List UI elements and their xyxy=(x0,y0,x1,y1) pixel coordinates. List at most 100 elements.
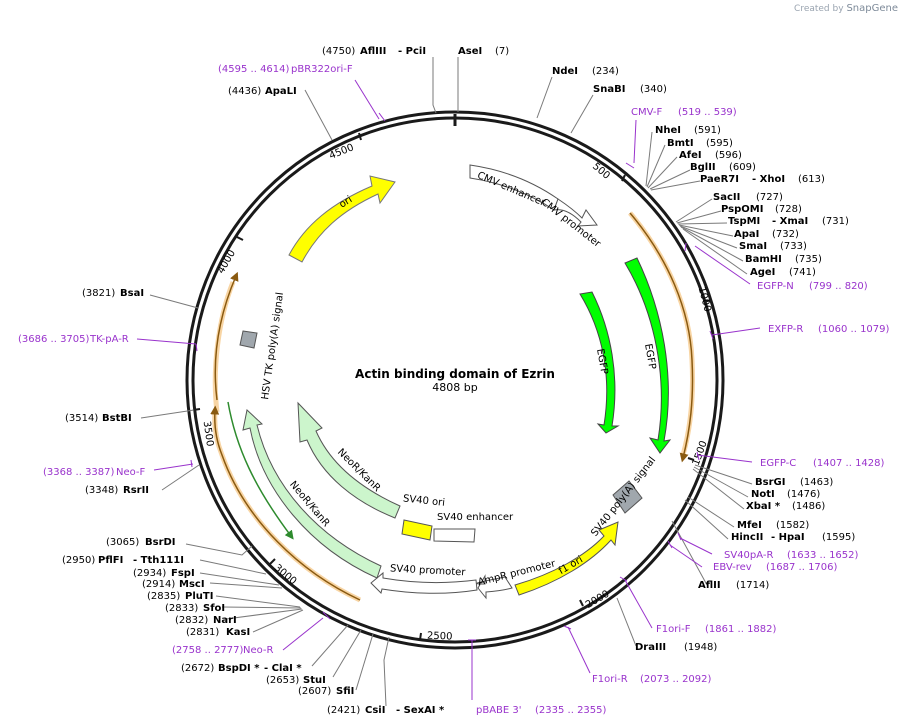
site-xmaI-pos: (731) xyxy=(822,216,849,227)
feature-cmv-promoter[interactable] xyxy=(553,198,598,227)
site-pciI-name[interactable]: - PciI xyxy=(398,46,426,57)
site-fspI-name[interactable]: FspI xyxy=(171,568,195,579)
site-tth111I-name[interactable]: - Tth111I xyxy=(133,555,184,566)
primer-exfp-r-range: (1060 .. 1079) xyxy=(818,324,890,335)
site-apaLI-name[interactable]: ApaLI xyxy=(265,86,297,97)
primer-cmv-f-name[interactable]: CMV-F xyxy=(631,107,662,118)
site-ndeI-name[interactable]: NdeI xyxy=(552,66,578,77)
site-pflFI-pos: (2950) xyxy=(62,555,95,566)
site-sexAI-name[interactable]: - SexAI * xyxy=(396,705,445,716)
site-bsrgI-pos: (1463) xyxy=(800,477,833,488)
site-apaI-name[interactable]: ApaI xyxy=(734,229,759,240)
feature-hsv-tk-polya[interactable] xyxy=(239,330,258,349)
site-sacII-name[interactable]: SacII xyxy=(713,192,740,203)
site-pspomI-name[interactable]: PspOMI xyxy=(721,204,763,215)
primer-pbabe3-name[interactable]: pBABE 3' xyxy=(476,705,522,716)
primer-sv40pa-r-name[interactable]: SV40pA-R xyxy=(724,550,773,561)
site-pflFI-name[interactable]: PflFI xyxy=(98,555,123,566)
site-smaI-name[interactable]: SmaI xyxy=(739,241,767,252)
site-bamhI-pos: (735) xyxy=(795,254,822,265)
site-claI-name[interactable]: - ClaI * xyxy=(264,663,302,674)
feature-egfp-outer[interactable] xyxy=(624,257,672,454)
site-mfeI-name[interactable]: MfeI xyxy=(737,520,762,531)
primer-f1ori-r-range: (2073 .. 2092) xyxy=(640,674,712,685)
site-paer7I-name[interactable]: PaeR7I xyxy=(700,174,739,185)
site-pspomI-pos: (728) xyxy=(775,204,802,215)
site-kasI-name[interactable]: KasI xyxy=(226,627,250,638)
feature-neor-inner[interactable] xyxy=(297,401,401,519)
site-bsrgI-name[interactable]: BsrGI xyxy=(755,477,785,488)
feature-hsv-tk-polya-label: HSV TK poly(A) signal xyxy=(260,292,286,401)
backbone-outer xyxy=(185,110,725,650)
site-nheI-pos: (591) xyxy=(694,125,721,136)
site-rsrII-name[interactable]: RsrII xyxy=(123,485,149,496)
site-labels: (4750) AflIII - PciI AseI (7) NdeI (234)… xyxy=(62,46,855,716)
primer-exfp-r-name[interactable]: EXFP-R xyxy=(768,324,803,335)
site-csiI-name[interactable]: CsiI xyxy=(365,705,385,716)
site-xmaI-name[interactable]: - XmaI xyxy=(772,216,808,227)
site-aseI-pos: (7) xyxy=(495,46,509,57)
site-mscI-name[interactable]: MscI xyxy=(179,579,205,590)
primer-pbr322ori-f-name[interactable]: pBR322ori-F xyxy=(291,64,353,75)
site-bspDI-name[interactable]: BspDI * xyxy=(218,663,260,674)
site-draIII-pos: (1948) xyxy=(684,642,717,653)
feature-sv40-enhancer-label: SV40 enhancer xyxy=(437,512,514,523)
site-aflII-name[interactable]: AflII xyxy=(698,580,721,591)
site-stuI-name[interactable]: StuI xyxy=(303,675,326,686)
site-bsaI-name[interactable]: BsaI xyxy=(120,288,144,299)
primer-f1ori-r-name[interactable]: F1ori-R xyxy=(592,674,628,685)
feature-neor-outer[interactable] xyxy=(242,409,382,579)
feature-sv40-promoter[interactable] xyxy=(370,571,478,594)
site-sfoI-name[interactable]: SfoI xyxy=(203,603,225,614)
feature-ampr-promoter[interactable] xyxy=(476,574,513,600)
site-sfiI-name[interactable]: SfiI xyxy=(336,686,354,697)
ruler-label-4500: 4500 xyxy=(328,142,356,162)
site-afeI-name[interactable]: AfeI xyxy=(679,150,702,161)
feature-sv40-ori[interactable] xyxy=(401,519,433,541)
site-bstBI-name[interactable]: BstBI xyxy=(102,413,132,424)
site-xbaI-name[interactable]: XbaI * xyxy=(746,501,781,512)
site-bstBI-pos: (3514) xyxy=(65,413,98,424)
site-aflIII-name[interactable]: AflIII xyxy=(360,46,386,57)
ruler-tick-1000 xyxy=(703,299,712,303)
site-bamhI-name[interactable]: BamHI xyxy=(745,254,782,265)
site-aseI-name[interactable]: AseI xyxy=(458,46,482,57)
site-narI-name[interactable]: NarI xyxy=(213,615,237,626)
site-hpaI-pos: (1595) xyxy=(822,532,855,543)
feature-sv40-polya[interactable] xyxy=(612,480,643,514)
site-apaLI-pos: (4436) xyxy=(228,86,261,97)
primer-neo-r-name[interactable]: Neo-R xyxy=(243,645,274,656)
site-xhoI-name[interactable]: - XhoI xyxy=(752,174,785,185)
site-snabI-name[interactable]: SnaBI xyxy=(593,84,625,95)
primer-egfp-c-name[interactable]: EGFP-C xyxy=(760,458,796,469)
primer-neo-f-name[interactable]: Neo-F xyxy=(116,467,146,478)
site-notI-name[interactable]: NotI xyxy=(751,489,775,500)
site-hincII-name[interactable]: HincII xyxy=(731,532,763,543)
feature-sv40-enhancer[interactable] xyxy=(433,528,476,543)
site-bglII-name[interactable]: BglII xyxy=(690,162,716,173)
ruler-tick-4000 xyxy=(236,236,244,241)
site-draIII-name[interactable]: DraIII xyxy=(635,642,666,653)
ruler-tick-3000 xyxy=(269,558,276,565)
primer-f1ori-f-name[interactable]: F1ori-F xyxy=(656,624,691,635)
site-bsrDI-name[interactable]: BsrDI xyxy=(145,537,176,548)
site-ageI-name[interactable]: AgeI xyxy=(750,267,775,278)
site-pluTI-name[interactable]: PluTI xyxy=(185,591,213,602)
feature-egfp-inner[interactable] xyxy=(579,291,620,434)
primer-ebv-rev-name[interactable]: EBV-rev xyxy=(713,562,752,573)
feature-egfp-outer-label: EGFP xyxy=(642,343,657,370)
site-nheI-name[interactable]: NheI xyxy=(655,125,681,136)
ruler-label-3000: 3000 xyxy=(272,563,299,588)
site-bmtI-name[interactable]: BmtI xyxy=(667,138,694,149)
site-hpaI-name[interactable]: - HpaI xyxy=(771,532,805,543)
feature-sv40-promoter-label: SV40 promoter xyxy=(390,563,467,578)
plasmid-name: Actin binding domain of Ezrin xyxy=(355,367,555,381)
site-tspmI-name[interactable]: TspMI xyxy=(728,216,760,227)
feature-ori[interactable] xyxy=(288,175,396,263)
site-pluTI-pos: (2835) xyxy=(147,591,180,602)
primer-egfp-n-name[interactable]: EGFP-N xyxy=(757,281,794,292)
primer-tk-pa-r-name[interactable]: TK-pA-R xyxy=(89,334,129,345)
ruler-label-3500: 3500 xyxy=(201,420,215,447)
feature-f1-ori[interactable] xyxy=(514,521,619,596)
